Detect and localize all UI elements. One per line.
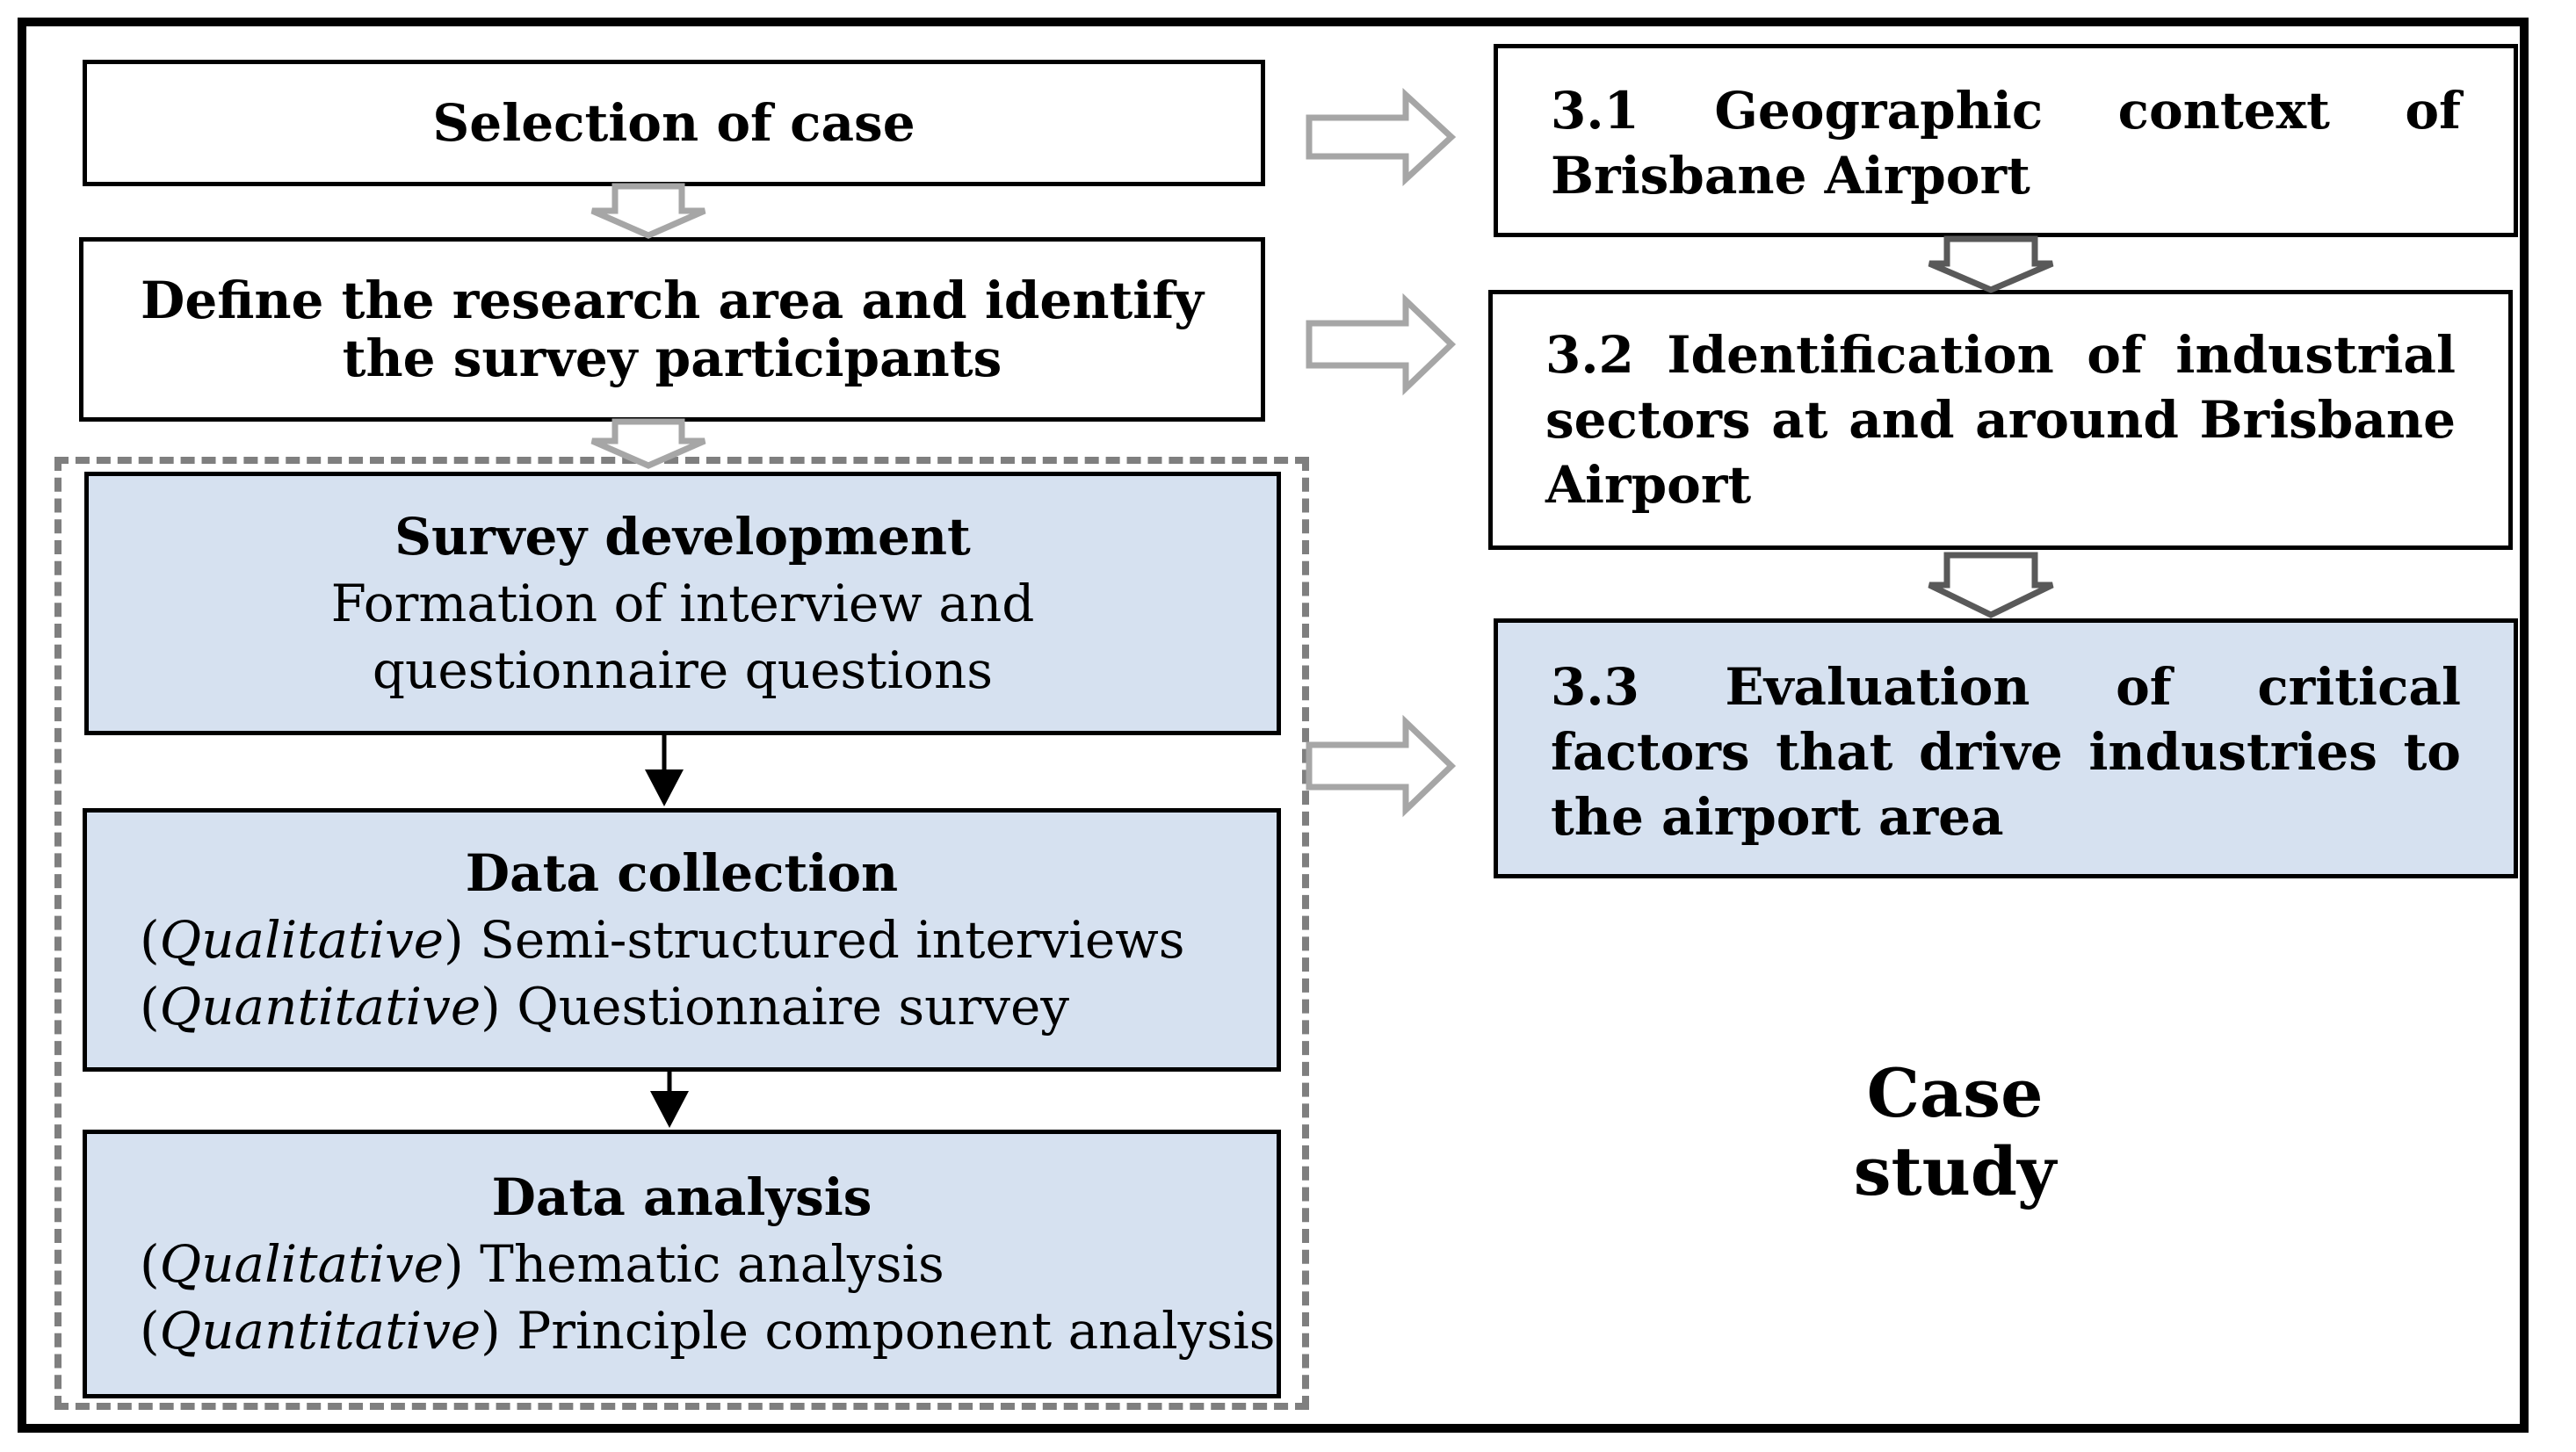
data-collection-title: Data collection <box>465 843 899 903</box>
survey-line-2: questionnaire questions <box>372 640 994 700</box>
collection-qualitative-text: Semi-structured interviews <box>463 910 1185 970</box>
solid-arrow-1-head <box>645 769 684 806</box>
right-arrow-2 <box>1306 293 1457 396</box>
collection-quantitative-text: Questionnaire survey <box>500 977 1070 1037</box>
solid-arrow-2-head <box>650 1091 689 1128</box>
industrial-sectors-text: 3.2 Identification of industrial sectors… <box>1545 325 2456 515</box>
analysis-qualitative-text: Thematic analysis <box>463 1234 944 1294</box>
right-arrow-3 <box>1306 714 1457 818</box>
right-arrow-1 <box>1306 88 1457 186</box>
selection-of-case-label: Selection of case <box>432 93 915 153</box>
selection-of-case-box: Selection of case <box>83 60 1265 186</box>
survey-process-group <box>54 457 1309 1410</box>
define-line-2: the survey participants <box>342 329 1002 388</box>
data-analysis-title: Data analysis <box>491 1167 872 1227</box>
down-arrow-right-1 <box>1928 235 2054 293</box>
analysis-line-qualitative: (Qualitative) Thematic analysis <box>140 1234 944 1294</box>
geographic-context-text: 3.1 Geographic context of Brisbane Airpo… <box>1551 81 2461 206</box>
define-line-1: Define the research area and identify <box>141 271 1204 330</box>
down-arrow-2 <box>590 418 706 469</box>
survey-development-box: Survey development Formation of intervie… <box>84 472 1281 735</box>
collection-line-quantitative: (Quantitative) Questionnaire survey <box>140 977 1070 1037</box>
industrial-sectors-box: 3.2 Identification of industrial sectors… <box>1488 290 2513 550</box>
outer-frame <box>18 18 2529 1433</box>
critical-factors-text: 3.3 Evaluation of critical factors that … <box>1551 657 2461 847</box>
data-analysis-box: Data analysis (Qualitative) Thematic ana… <box>83 1130 1281 1398</box>
quantitative-tag: Quantitative <box>159 1301 481 1361</box>
down-arrow-right-2 <box>1928 552 2054 618</box>
qualitative-tag: Qualitative <box>159 1234 445 1294</box>
survey-line-1: Formation of interview and <box>330 574 1035 633</box>
survey-development-title: Survey development <box>394 507 971 567</box>
case-study-label: Case study <box>1853 1054 2057 1210</box>
critical-factors-box: 3.3 Evaluation of critical factors that … <box>1494 618 2518 878</box>
data-collection-box: Data collection (Qualitative) Semi-struc… <box>83 808 1281 1072</box>
down-arrow-1 <box>590 183 706 239</box>
analysis-line-quantitative: (Quantitative) Principle component analy… <box>140 1301 1276 1361</box>
analysis-quantitative-text: Principle component analysis <box>500 1301 1276 1361</box>
collection-line-qualitative: (Qualitative) Semi-structured interviews <box>140 910 1185 970</box>
geographic-context-box: 3.1 Geographic context of Brisbane Airpo… <box>1494 44 2518 237</box>
quantitative-tag: Quantitative <box>159 977 481 1037</box>
qualitative-tag: Qualitative <box>159 910 445 970</box>
